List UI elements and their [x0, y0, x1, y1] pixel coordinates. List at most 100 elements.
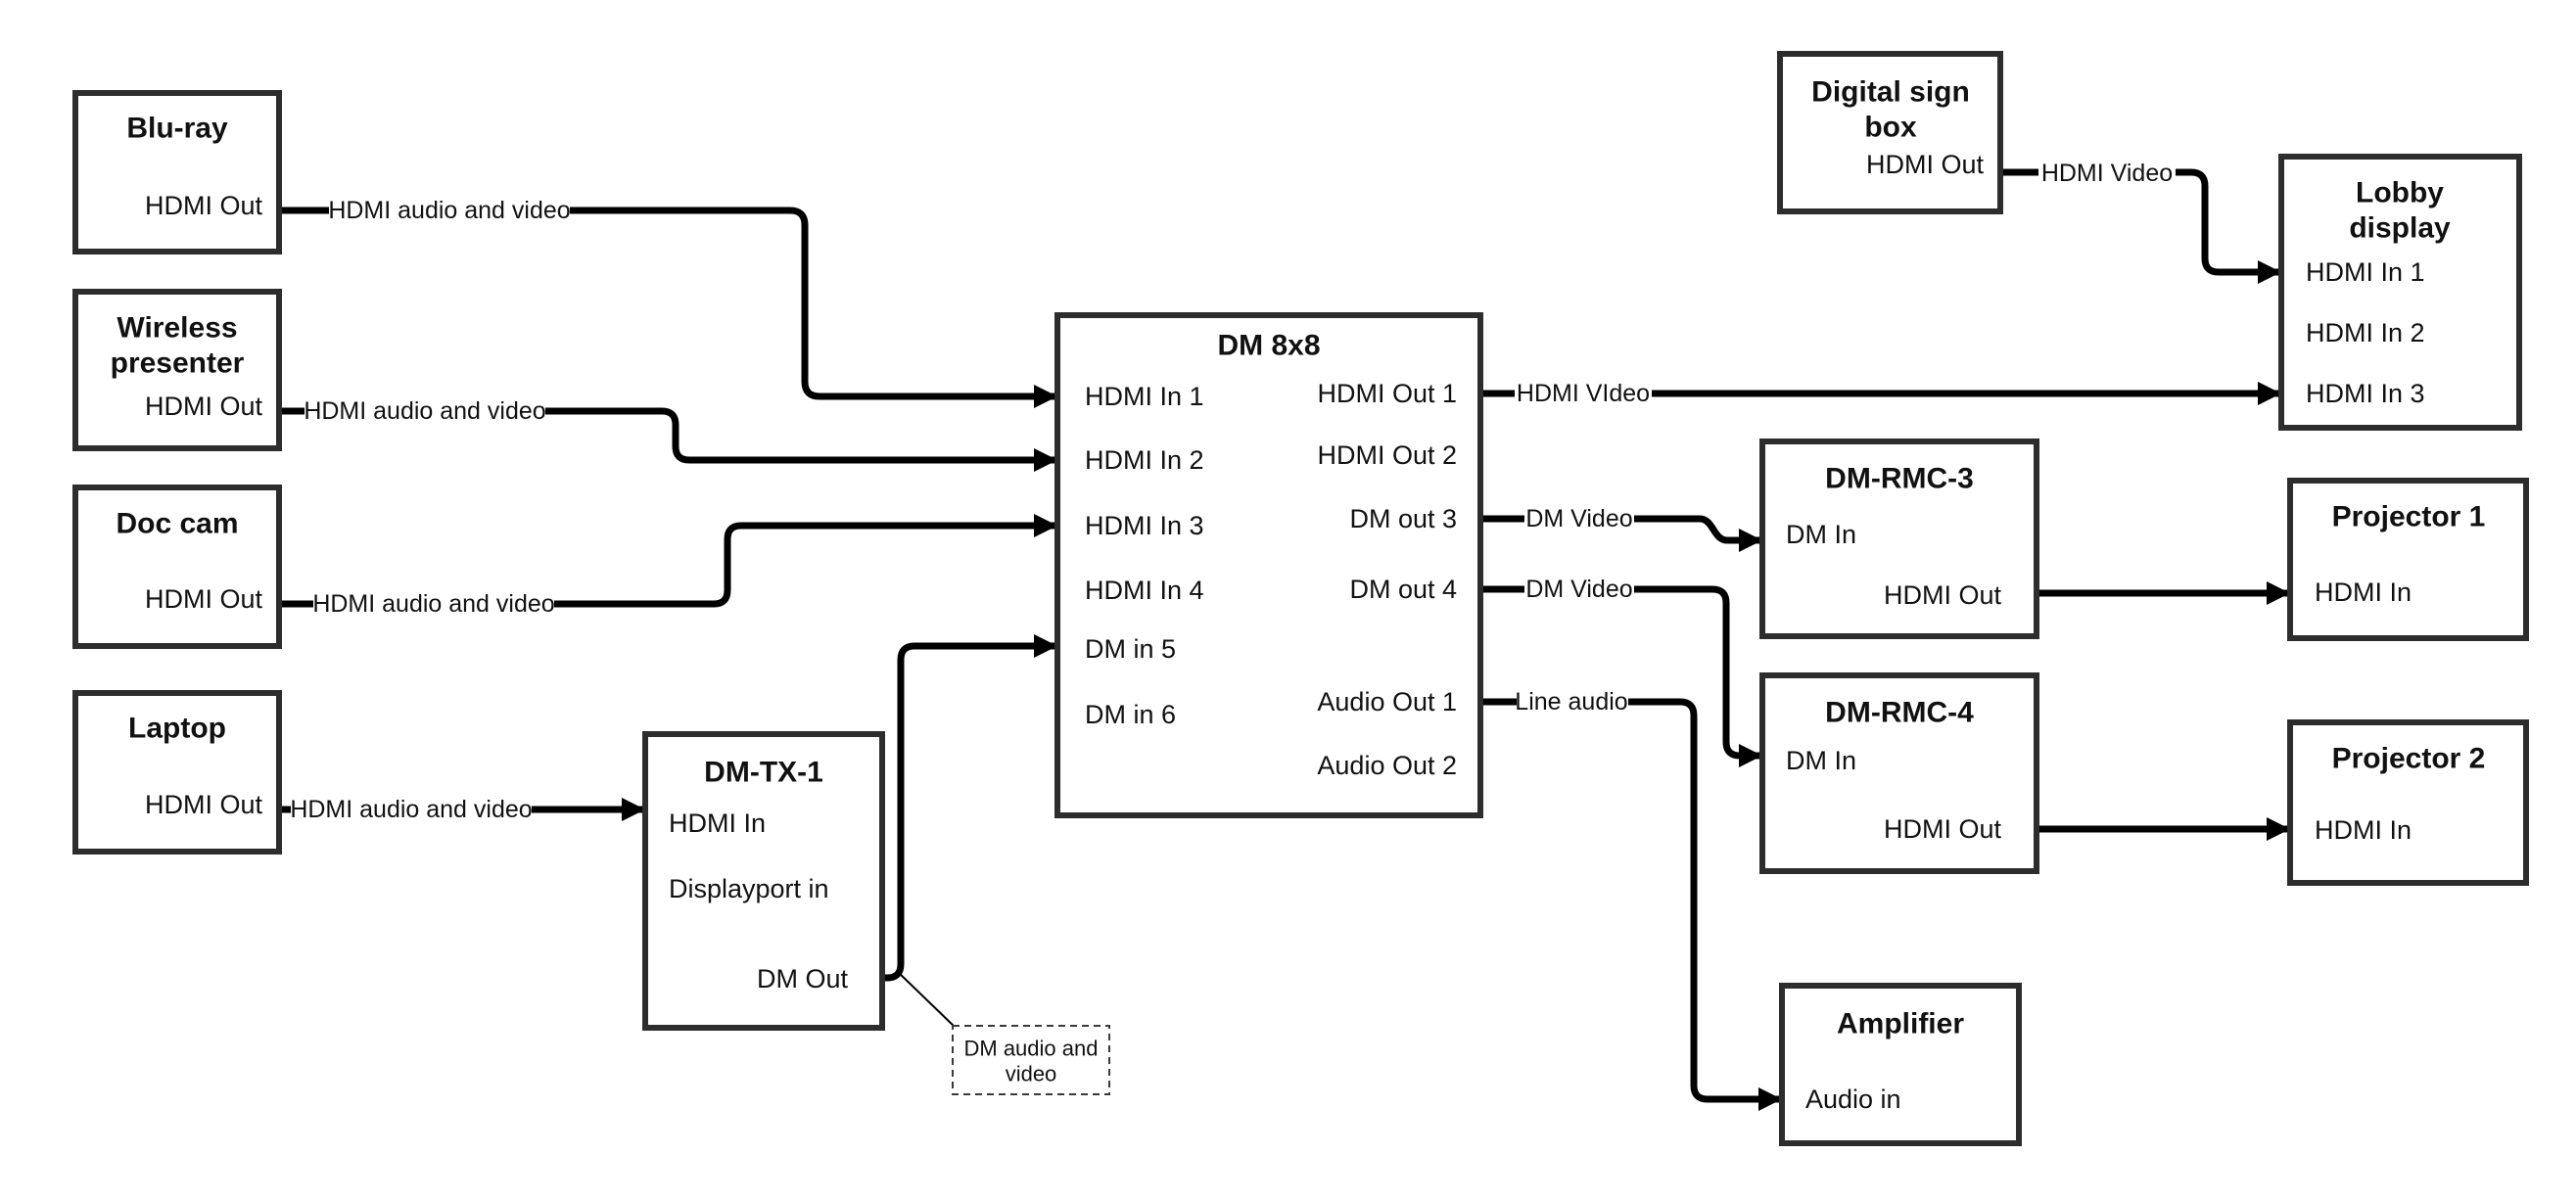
bluray-title: Blu-ray	[126, 113, 228, 145]
label-bg	[2038, 159, 2176, 188]
digital-sign-box	[1777, 51, 2003, 214]
dm-8x8-port-hdmi-in-2: HDMI In 2	[1085, 445, 1204, 475]
dm-rmc-4-port-hdmi-out: HDMI Out	[1884, 814, 2002, 844]
connection-dm8x8-audio1-to-amplifier	[1480, 698, 1782, 1111]
link-label-dm-out-3: DM Video	[1525, 505, 1632, 532]
link-label-digital-sign: HDMI Video	[2041, 160, 2173, 187]
dm-8x8-port-hdmi-in-4: HDMI In 4	[1085, 576, 1204, 605]
dm-tx-1-title: DM-TX-1	[704, 757, 823, 789]
node-wireless-presenter: Wireless presenter HDMI Out	[72, 289, 282, 451]
dm-8x8-port-hdmi-in-3: HDMI In 3	[1085, 511, 1204, 540]
node-projector-2: Projector 2 HDMI In	[2287, 719, 2529, 886]
connection-dm8x8-out3-to-rmc3-dm-in	[1480, 515, 1762, 552]
lobby-display-port-hdmi-in-3: HDMI In 3	[2306, 379, 2425, 408]
wireless-presenter-box	[72, 289, 282, 451]
digital-sign-title-line2: box	[1864, 112, 1917, 144]
projector-2-port-hdmi-in: HDMI In	[2315, 815, 2412, 845]
note-box	[952, 1025, 1110, 1095]
doc-cam-title: Doc cam	[116, 508, 238, 540]
bluray-box	[72, 90, 282, 254]
node-dm-8x8: DM 8x8 HDMI In 1 HDMI In 2 HDMI In 3 HDM…	[1054, 312, 1483, 818]
dm-8x8-port-dm-in-6: DM in 6	[1085, 700, 1176, 729]
label-bg	[329, 196, 570, 225]
node-laptop: Laptop HDMI Out	[72, 690, 282, 855]
link-label-audio-out-1: Line audio	[1515, 688, 1627, 716]
node-dm-rmc-4: DM-RMC-4 DM In HDMI Out	[1759, 672, 2039, 874]
note-dm-audio-and-video: DM audio and video	[952, 1025, 1110, 1095]
label-bg	[1515, 379, 1652, 408]
digital-sign-port-hdmi-out: HDMI Out	[1866, 150, 1985, 179]
dm-8x8-port-hdmi-in-1: HDMI In 1	[1085, 382, 1204, 411]
doc-cam-port-hdmi-out: HDMI Out	[145, 584, 263, 614]
projector-1-port-hdmi-in: HDMI In	[2315, 577, 2412, 607]
dm-8x8-port-dm-out-3: DM out 3	[1349, 504, 1457, 533]
note-text-line1: DM audio and	[964, 1037, 1099, 1061]
node-doc-cam: Doc cam HDMI Out	[72, 485, 282, 649]
dm-8x8-port-hdmi-out-1: HDMI Out 1	[1317, 379, 1457, 408]
label-bg	[1524, 504, 1634, 533]
dm-tx-1-port-hdmi-in: HDMI In	[669, 808, 766, 838]
node-projector-1: Projector 1 HDMI In	[2287, 478, 2529, 641]
connection-wireless-to-dm8x8-hdmi-in-2	[279, 407, 1057, 472]
digital-sign-title-line1: Digital sign	[1811, 76, 1970, 109]
label-bg	[313, 589, 554, 619]
connection-dm8x8-out4-to-rmc4-dm-in	[1480, 585, 1762, 767]
note-text-line2: video	[1006, 1062, 1057, 1086]
lobby-display-port-hdmi-in-1: HDMI In 1	[2306, 257, 2425, 287]
dm-rmc-3-port-hdmi-out: HDMI Out	[1884, 580, 2002, 610]
node-dm-tx-1: DM-TX-1 HDMI In Displayport in DM Out	[642, 731, 885, 1031]
projector-2-title: Projector 2	[2332, 743, 2486, 775]
dm-rmc-3-port-dm-in: DM In	[1786, 520, 1856, 549]
laptop-box	[72, 690, 282, 855]
link-label-laptop: HDMI audio and video	[290, 796, 532, 823]
dm-8x8-box	[1054, 312, 1483, 818]
dm-8x8-title: DM 8x8	[1217, 330, 1320, 362]
lobby-display-title-line2: display	[2349, 212, 2451, 245]
node-lobby-display: Lobby display HDMI In 1 HDMI In 2 HDMI I…	[2278, 154, 2522, 431]
node-amplifier: Amplifier Audio in	[1779, 983, 2022, 1146]
laptop-title: Laptop	[128, 713, 226, 745]
wireless-presenter-title-line2: presenter	[111, 347, 245, 380]
wireless-presenter-title-line1: Wireless	[117, 312, 237, 345]
dm-8x8-port-audio-out-2: Audio Out 2	[1317, 751, 1457, 780]
dm-rmc-4-box	[1759, 672, 2039, 874]
dm-8x8-port-hdmi-out-2: HDMI Out 2	[1317, 440, 1457, 470]
node-digital-sign-box: Digital sign box HDMI Out	[1777, 51, 2003, 214]
dm-tx-1-port-displayport-in: Displayport in	[669, 874, 829, 903]
lobby-display-title-line1: Lobby	[2356, 177, 2444, 209]
link-label-wireless: HDMI audio and video	[304, 397, 545, 425]
dm-tx-1-port-dm-out: DM Out	[757, 964, 849, 993]
bluray-port-hdmi-out: HDMI Out	[145, 191, 263, 220]
label-bg	[1524, 575, 1634, 604]
node-dm-rmc-3: DM-RMC-3 DM In HDMI Out	[1759, 439, 2039, 639]
amplifier-title: Amplifier	[1837, 1008, 1964, 1040]
wireless-presenter-port-hdmi-out: HDMI Out	[145, 392, 263, 421]
lobby-display-port-hdmi-in-2: HDMI In 2	[2306, 318, 2425, 347]
label-bg	[304, 396, 545, 426]
lobby-display-box	[2278, 154, 2522, 431]
amplifier-port-audio-in: Audio in	[1805, 1085, 1901, 1114]
dm-8x8-port-dm-out-4: DM out 4	[1349, 575, 1457, 604]
connection-digitalsign-to-lobby-hdmi-in-1	[2000, 168, 2281, 284]
laptop-port-hdmi-out: HDMI Out	[145, 790, 263, 819]
node-bluray: Blu-ray HDMI Out	[72, 90, 282, 254]
dm-tx-1-box	[642, 731, 885, 1031]
dm-rmc-4-title: DM-RMC-4	[1825, 697, 1974, 729]
projector-1-box	[2287, 478, 2529, 641]
dm-rmc-4-port-dm-in: DM In	[1786, 746, 1856, 775]
connection-bluray-to-dm8x8-hdmi-in-1	[279, 207, 1057, 408]
amplifier-box	[1779, 983, 2022, 1146]
doc-cam-box	[72, 485, 282, 649]
dm-rmc-3-box	[1759, 439, 2039, 639]
link-label-bluray: HDMI audio and video	[328, 197, 570, 224]
connection-dmtx1-to-dm8x8-dm-in-5	[882, 634, 1057, 982]
label-bg	[291, 795, 532, 824]
label-bg	[1517, 687, 1628, 716]
link-label-dm-out-4: DM Video	[1525, 576, 1632, 603]
connection-labels: HDMI audio and video HDMI audio and vide…	[290, 159, 2176, 824]
dm-rmc-3-title: DM-RMC-3	[1825, 463, 1974, 495]
link-label-doccam: HDMI audio and video	[312, 590, 554, 618]
link-label-hdmi-out-1: HDMI VIdeo	[1517, 380, 1650, 407]
